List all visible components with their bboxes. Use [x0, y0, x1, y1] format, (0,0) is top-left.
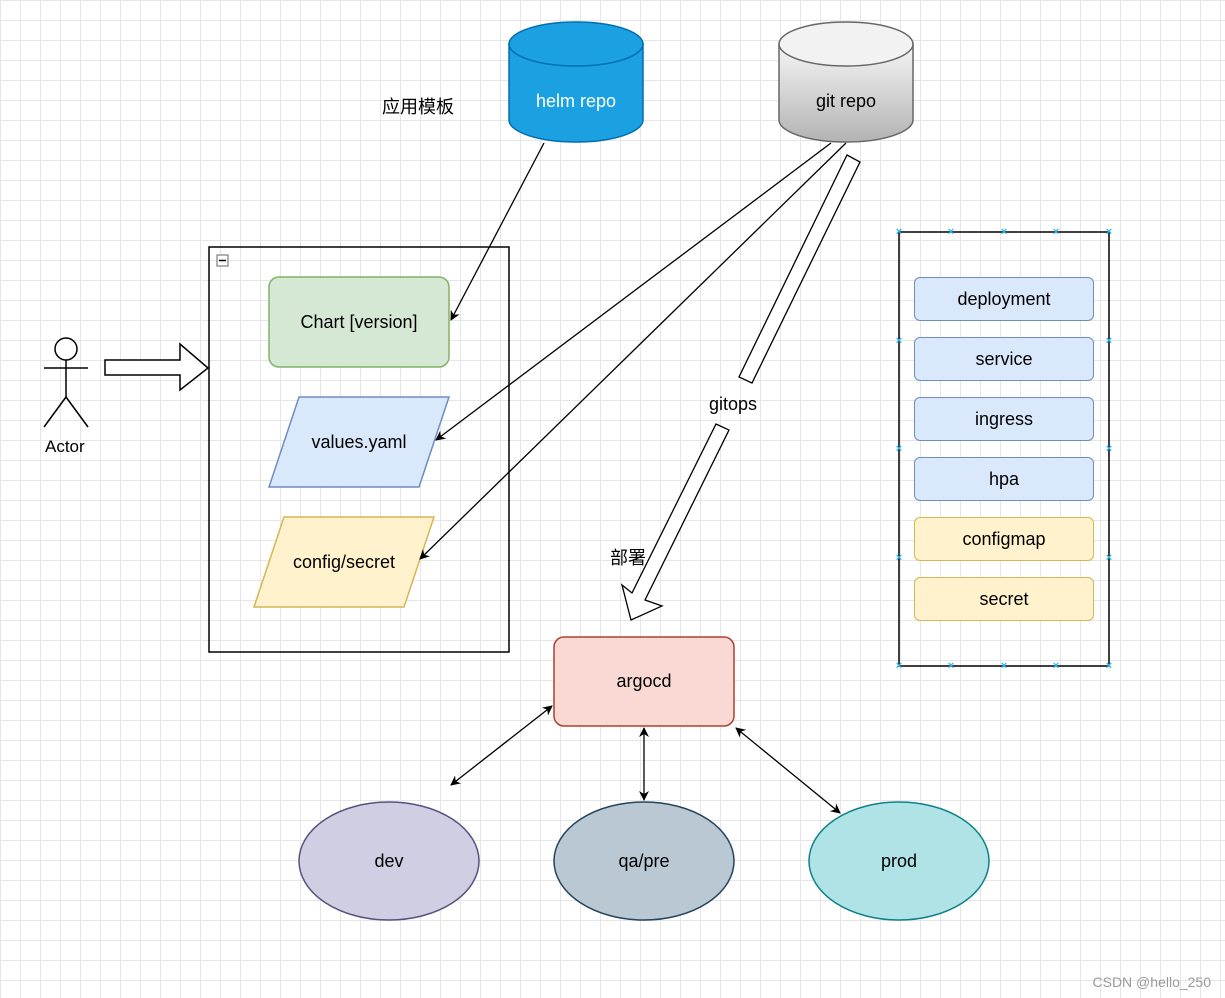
- resource-service[interactable]: service: [914, 337, 1094, 381]
- helm-repo-cylinder[interactable]: [508, 21, 644, 143]
- gitops-label: gitops: [709, 394, 758, 414]
- selection-handle-icon[interactable]: ×: [1000, 226, 1008, 238]
- selection-handle-icon[interactable]: ×: [1052, 226, 1060, 238]
- git-repo-cylinder[interactable]: [778, 21, 914, 143]
- selection-handle-icon[interactable]: ×: [895, 226, 903, 238]
- values-node[interactable]: [267, 396, 451, 488]
- config-node[interactable]: [252, 516, 436, 608]
- selection-handle-icon[interactable]: ×: [1105, 226, 1113, 238]
- chart-node[interactable]: [268, 276, 450, 368]
- selection-handle-icon[interactable]: ×: [895, 335, 903, 347]
- chart-group-container[interactable]: [208, 246, 510, 653]
- resource-secret[interactable]: secret: [914, 577, 1094, 621]
- app-template-label: 应用模板: [382, 97, 454, 117]
- selection-handle-icon[interactable]: ×: [947, 226, 955, 238]
- prod-node[interactable]: [808, 801, 990, 921]
- watermark: CSDN @hello_250: [1092, 974, 1212, 990]
- resource-ingress[interactable]: ingress: [914, 397, 1094, 441]
- actor-label: Actor: [45, 437, 85, 456]
- actor-figure[interactable]: [43, 337, 89, 428]
- collapse-icon[interactable]: [216, 254, 229, 267]
- argocd-dev-arrow[interactable]: [450, 705, 553, 786]
- deploy-label: 部署: [610, 548, 646, 568]
- selection-handle-icon[interactable]: ×: [1105, 335, 1113, 347]
- selection-handle-icon[interactable]: ×: [1105, 552, 1113, 564]
- values-label: values.yaml: [311, 431, 407, 452]
- qa-node[interactable]: [553, 801, 735, 921]
- resource-configmap[interactable]: configmap: [914, 517, 1094, 561]
- selection-handle-icon[interactable]: ×: [1105, 660, 1113, 672]
- argocd-prod-arrow[interactable]: [735, 727, 841, 814]
- resource-deployment[interactable]: deployment: [914, 277, 1094, 321]
- qa-label: qa/pre: [618, 850, 670, 871]
- actor-arrow[interactable]: [104, 342, 210, 392]
- gitops-arrow-lower[interactable]: [620, 423, 730, 621]
- git-repo-label: git repo: [815, 90, 877, 111]
- argocd-node[interactable]: [553, 636, 735, 727]
- resource-hpa[interactable]: hpa: [914, 457, 1094, 501]
- argocd-label: argocd: [616, 671, 672, 691]
- helm-to-chart-arrow[interactable]: [450, 142, 545, 321]
- chart-label: Chart [version]: [300, 311, 418, 332]
- gitops-arrow-upper[interactable]: [738, 154, 861, 384]
- git-to-values-arrow[interactable]: [435, 142, 832, 441]
- config-label: config/secret: [292, 551, 396, 572]
- helm-repo-label: helm repo: [535, 90, 617, 111]
- selection-handle-icon[interactable]: ×: [895, 552, 903, 564]
- resources-container[interactable]: [898, 231, 1110, 667]
- selection-handle-icon[interactable]: ×: [1000, 660, 1008, 672]
- prod-label: prod: [880, 850, 918, 871]
- selection-handle-icon[interactable]: ×: [1105, 443, 1113, 455]
- selection-handle-icon[interactable]: ×: [1052, 660, 1060, 672]
- selection-handle-icon[interactable]: ×: [895, 443, 903, 455]
- dev-label: dev: [374, 850, 404, 871]
- selection-handle-icon[interactable]: ×: [947, 660, 955, 672]
- git-to-config-arrow[interactable]: [419, 142, 847, 560]
- dev-node[interactable]: [298, 801, 480, 921]
- selection-handle-icon[interactable]: ×: [895, 660, 903, 672]
